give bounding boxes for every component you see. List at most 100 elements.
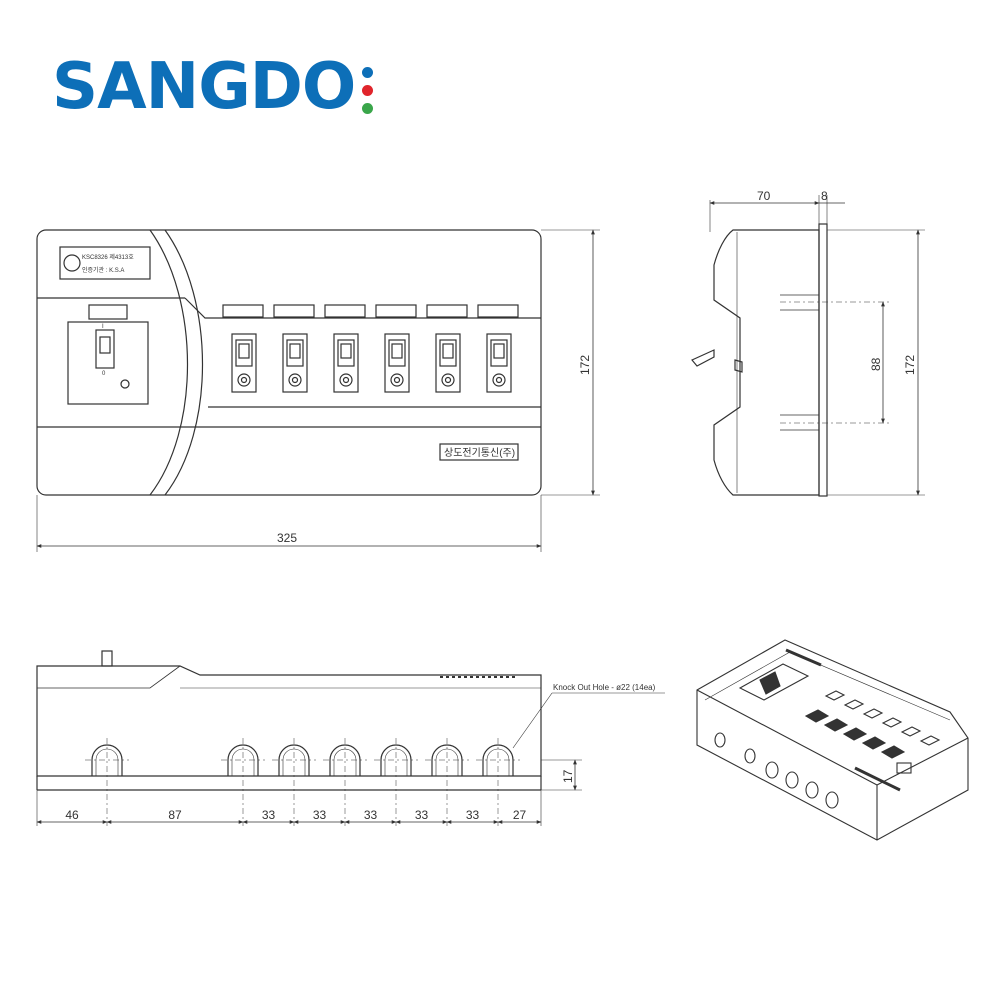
iso-knockout-hole: [714, 732, 726, 748]
iso-label-slot: [862, 708, 884, 719]
main-breaker-toggle: [95, 329, 115, 369]
branch-breaker-window: [490, 339, 508, 367]
dim-chain-label: 33: [262, 808, 276, 822]
dim-chain-label: 87: [168, 808, 182, 822]
dim-17: 17: [561, 769, 575, 783]
branch-breaker-toggle: [493, 343, 505, 359]
dim-side-height: 172: [903, 355, 917, 375]
iso-label-slot: [919, 735, 941, 746]
branch-breaker-toggle: [391, 343, 403, 359]
logo-dot-red: [362, 85, 374, 96]
branch-breaker: [435, 333, 461, 393]
dim-chain-label: 27: [513, 808, 527, 822]
branch-breaker: [486, 333, 512, 393]
iso-knockout-holes: [714, 732, 839, 809]
iso-knockout-hole: [805, 781, 819, 799]
knockout-hole: [380, 744, 412, 776]
knockout-hole-inner: [384, 748, 408, 776]
main-breaker-label-slot: [88, 304, 128, 320]
main-breaker: [67, 321, 149, 405]
bottom-slope: [37, 665, 181, 689]
branch-breaker-toggle: [340, 343, 352, 359]
branch-breaker-test-dot: [240, 376, 248, 384]
iso-branch-breaker: [804, 709, 830, 723]
knockout-hole: [227, 744, 259, 776]
iso-main-breaker-toggle: [759, 671, 781, 695]
certification-line-1: KSC8326 제4313호: [82, 253, 134, 261]
knockout-hole: [431, 744, 463, 776]
branch-breaker-window: [337, 339, 355, 367]
ks-mark-icon: [63, 254, 81, 272]
iso-label-slot: [824, 690, 846, 701]
dim-front-width: 325: [277, 531, 297, 545]
iso-branch-breaker: [842, 727, 868, 741]
logo-dot-green: [362, 103, 374, 114]
branch-label-slot: [222, 304, 264, 318]
bottom-view: [36, 650, 665, 826]
branch-breaker-test-dot: [342, 376, 350, 384]
branch-breaker-test-button: [237, 373, 251, 387]
knockout-hole: [91, 744, 123, 776]
iso-branch-breakers: [804, 709, 906, 759]
knockout-hole-inner: [435, 748, 459, 776]
dim-hole-spacing: 88: [869, 357, 883, 371]
knockout-hole-inner: [486, 748, 510, 776]
front-band-top-right: [184, 297, 541, 319]
iso-knockout-hole: [744, 748, 756, 764]
side-breaker-handle: [691, 349, 715, 367]
dim-chain-label: 33: [466, 808, 480, 822]
side-view: [691, 195, 925, 497]
iso-certification-plate: [785, 648, 822, 667]
side-flange: [818, 223, 828, 497]
iso-knockout-hole: [765, 761, 779, 779]
branch-breaker-test-button: [441, 373, 455, 387]
branch-breaker-toggle: [238, 343, 250, 359]
certification-line-2: 인증기관 : K.S.A: [82, 266, 124, 274]
certification-plate: [59, 246, 151, 280]
knockout-hole-inner: [231, 748, 255, 776]
iso-maker-plate: [854, 766, 901, 792]
branch-breaker-toggle: [442, 343, 454, 359]
logo-dot-blue: [362, 67, 374, 78]
iso-label-slot: [881, 717, 903, 728]
maker-name: 상도전기통신(주): [444, 447, 515, 459]
iso-top-inner: [704, 651, 951, 721]
branch-label-slot: [477, 304, 519, 318]
bottom-handle-stub: [101, 650, 113, 667]
knockout-hole-inner: [95, 748, 119, 776]
branch-label-slot: [273, 304, 315, 318]
knockout-hole: [329, 744, 361, 776]
knockout-hole-inner: [282, 748, 306, 776]
front-curve-inner: [164, 229, 204, 496]
branch-label-slot: [426, 304, 468, 318]
branch-breaker: [282, 333, 308, 393]
bottom-outline: [36, 665, 542, 777]
iso-knockout-hole: [785, 771, 799, 789]
iso-label-slots: [824, 690, 941, 746]
branch-breaker: [231, 333, 257, 393]
branch-label-slot: [375, 304, 417, 318]
iso-branch-breaker: [861, 736, 887, 750]
iso-outline: [696, 639, 969, 841]
branch-breaker-test-dot: [291, 376, 299, 384]
iso-knockout-hole: [825, 791, 839, 809]
dim-side-flange: 8: [821, 189, 828, 203]
branch-breaker-test-button: [288, 373, 302, 387]
isometric-view: [696, 639, 969, 841]
front-view: KSC8326 제4313호 인증기관 : K.S.A I 0 상도전기통신(주…: [36, 229, 600, 552]
branch-breaker-test-dot: [444, 376, 452, 384]
side-branch-handle: [734, 359, 743, 373]
iso-label-slot: [900, 726, 922, 737]
callout-leader: [512, 692, 553, 749]
branch-breaker-window: [439, 339, 457, 367]
dim-chain-label: 46: [65, 808, 79, 822]
branch-breaker: [333, 333, 359, 393]
branch-breaker-test-button: [339, 373, 353, 387]
branch-breaker-window: [388, 339, 406, 367]
branch-breaker-window: [235, 339, 253, 367]
branch-label-slot: [324, 304, 366, 318]
dim-side-depth: 70: [757, 189, 771, 203]
dim-chain-label: 33: [313, 808, 327, 822]
iso-main-breaker: [738, 663, 810, 701]
